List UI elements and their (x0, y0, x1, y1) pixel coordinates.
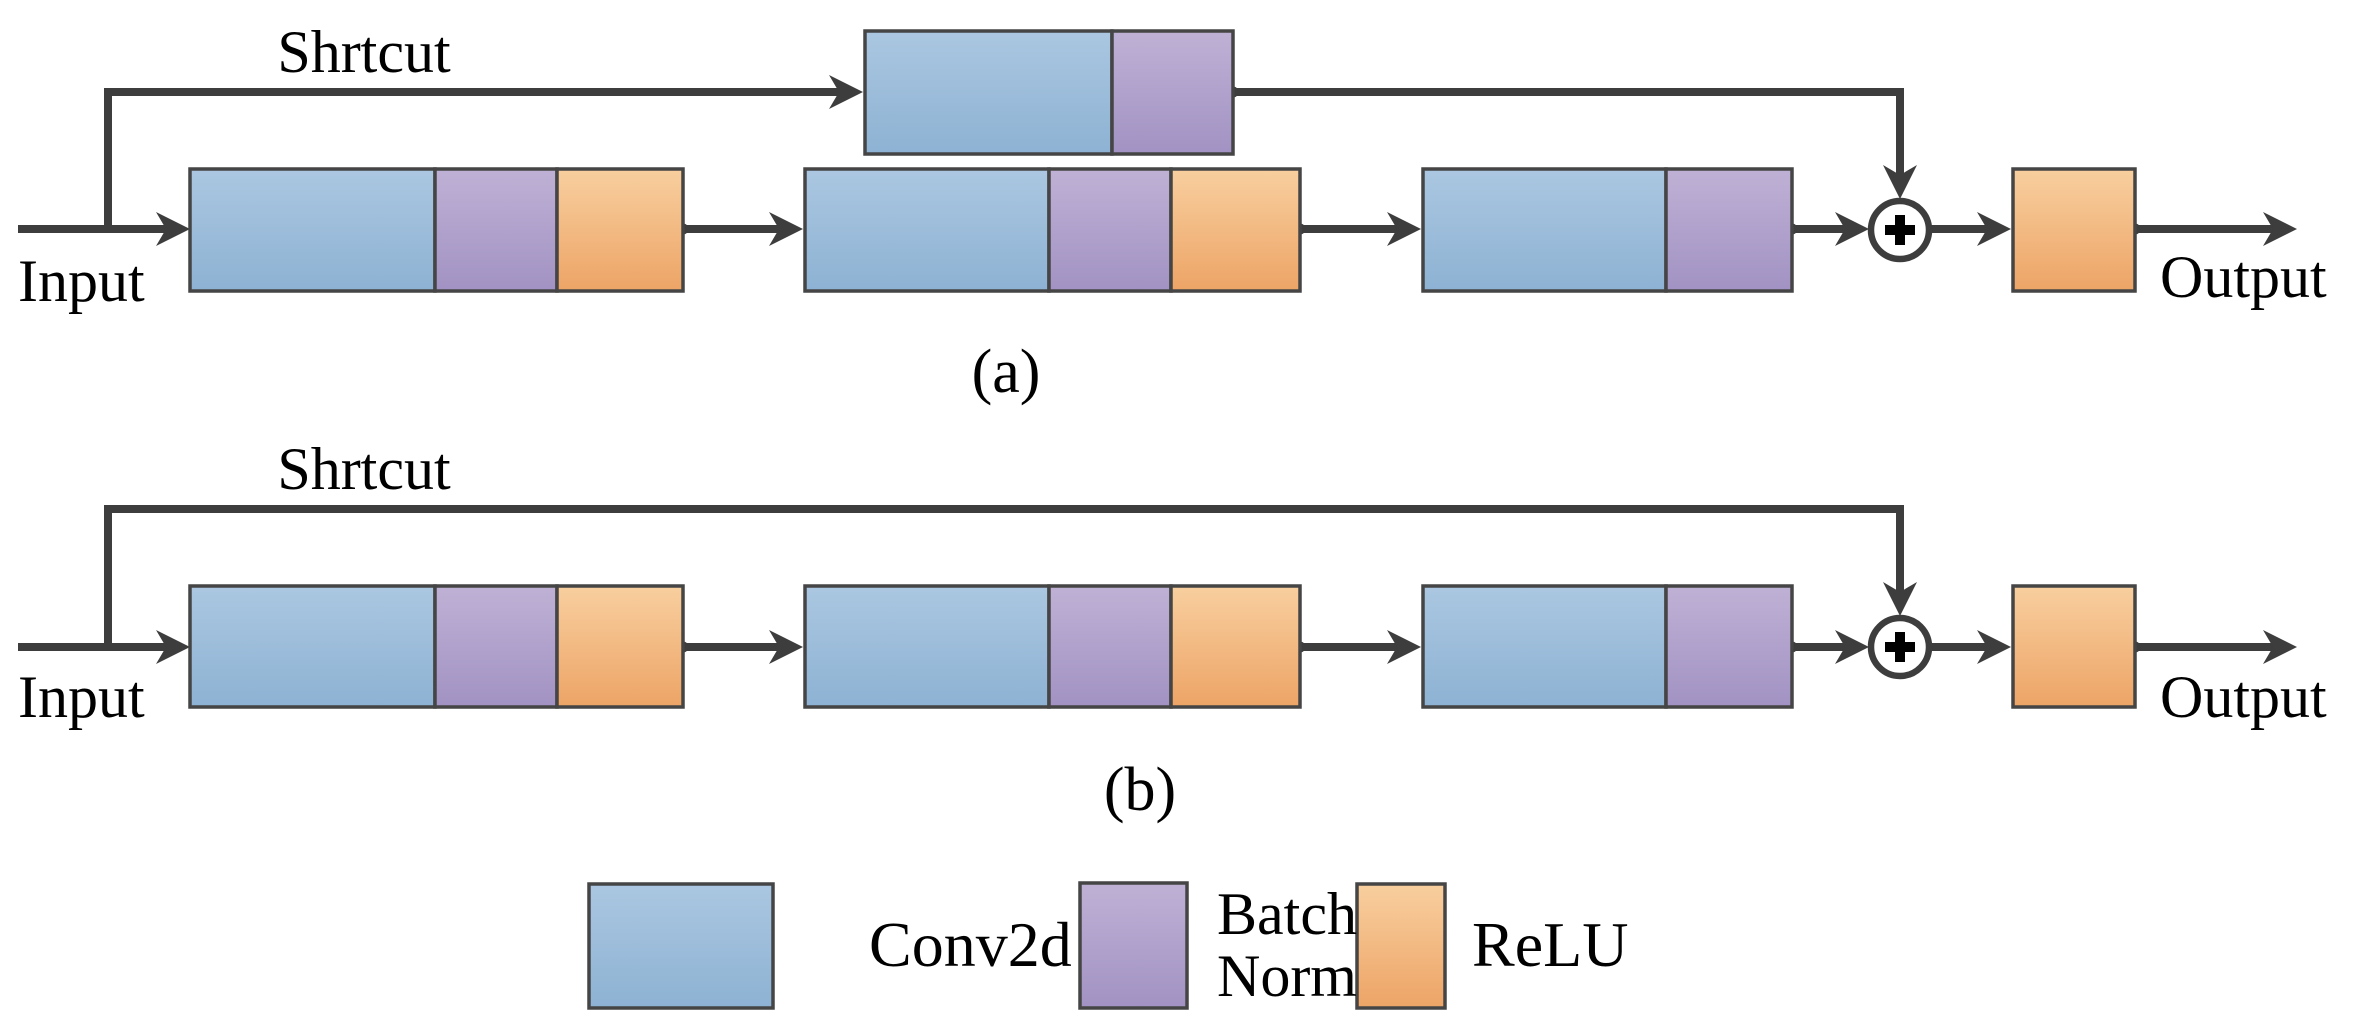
b-output-arrow-arrowhead-icon (2263, 630, 2297, 664)
a-block2-block3-arrow (1294, 212, 1421, 246)
b-adder (1867, 614, 1933, 680)
b-conv-bn-relu-block-2-conv-segment (803, 584, 1051, 709)
b-conv-bn-block-3-conv-segment (1421, 584, 1668, 709)
b-shortcut-arrow-line (104, 505, 1904, 649)
a-shortcut-to-adder-arrow-line (1233, 88, 1904, 175)
a-adder-relu-arrow-arrowhead-icon (1977, 212, 2011, 246)
a-adder (1867, 197, 1933, 263)
b-shortcut-arrow (104, 505, 1917, 649)
b-input-arrow-arrowhead-icon (156, 630, 190, 664)
b-conv-bn-relu-block-1-bn-segment (433, 584, 559, 709)
a-conv-bn-block-3 (1421, 167, 1794, 293)
b-block1-block2-arrow-arrowhead-icon (769, 630, 803, 664)
a-conv-bn-block-3-conv-segment (1421, 167, 1668, 293)
b-block3-adder-arrow (1786, 630, 1869, 664)
b-conv-bn-relu-block-2 (803, 584, 1302, 709)
b-block1-block2-arrow (677, 630, 803, 664)
a-shortcut-branch-arrow-arrowhead-icon (829, 75, 863, 109)
a-output-arrow-arrowhead-icon (2263, 212, 2297, 246)
a-conv-bn-relu-block-1-relu-segment (555, 167, 685, 293)
b-final-relu-block-relu-segment (2011, 584, 2137, 709)
a-conv-bn-relu-block-1-bn-segment (433, 167, 559, 293)
b-conv-bn-block-3 (1421, 584, 1794, 709)
b-conv-bn-block-3-bn-segment (1664, 584, 1794, 709)
a-adder-plus-icon (1885, 215, 1915, 245)
a-conv-bn-relu-block-2-conv-segment (803, 167, 1051, 293)
a-block3-adder-arrow (1786, 212, 1869, 246)
a-input-arrow (18, 212, 190, 246)
a-block2-block3-arrow-arrowhead-icon (1387, 212, 1421, 246)
b-conv-bn-relu-block-1 (188, 584, 685, 709)
a-conv-bn-relu-block-1-conv-segment (188, 167, 437, 293)
legend-conv-swatch-conv-segment (587, 882, 775, 1010)
legend-bn-label-1: Batch (1217, 881, 1357, 947)
a-block3-adder-arrow-arrowhead-icon (1835, 212, 1869, 246)
a-input-label: Input (18, 248, 145, 314)
b-adder-relu-arrow (1931, 630, 2011, 664)
b-block3-adder-arrow-arrowhead-icon (1835, 630, 1869, 664)
a-shortcut-label: Shrtcut (277, 19, 451, 85)
b-shortcut-label: Shrtcut (277, 436, 451, 502)
a-conv-bn-block-3-bn-segment (1664, 167, 1794, 293)
a-conv-bn-relu-block-2 (803, 167, 1302, 293)
a-output-label: Output (2160, 244, 2327, 310)
caption-b: (b) (1104, 756, 1176, 824)
a-shortcut-branch-arrow (104, 75, 863, 231)
b-conv-bn-relu-block-1-relu-segment (555, 584, 685, 709)
b-adder-plus-icon (1885, 632, 1915, 662)
a-conv-bn-relu-block-2-bn-segment (1047, 167, 1173, 293)
a-shortcut-conv-bn-block-bn-segment (1110, 29, 1235, 156)
caption-a: (a) (972, 338, 1041, 406)
a-input-arrow-arrowhead-icon (156, 212, 190, 246)
b-input-arrow (18, 630, 190, 664)
b-block2-block3-arrow-arrowhead-icon (1387, 630, 1421, 664)
legend-bn-label-2: Norm (1217, 943, 1357, 1009)
b-conv-bn-relu-block-1-conv-segment (188, 584, 437, 709)
a-shortcut-to-adder-arrow-arrowhead-icon (1883, 165, 1917, 199)
a-shortcut-branch-arrow-line (104, 88, 839, 231)
b-conv-bn-relu-block-2-bn-segment (1047, 584, 1173, 709)
a-conv-bn-relu-block-2-relu-segment (1169, 167, 1302, 293)
a-shortcut-conv-bn-block-conv-segment (863, 29, 1114, 156)
legend-conv-label: Conv2d (869, 909, 1072, 980)
b-shortcut-arrow-arrowhead-icon (1883, 582, 1917, 616)
legend-relu-swatch (1355, 882, 1447, 1010)
a-output-arrow (2129, 212, 2297, 246)
a-block1-block2-arrow-arrowhead-icon (769, 212, 803, 246)
a-final-relu-block-relu-segment (2011, 167, 2137, 293)
b-block2-block3-arrow (1294, 630, 1421, 664)
a-adder-relu-arrow (1931, 212, 2011, 246)
legend-relu-label: ReLU (1472, 909, 1628, 980)
b-final-relu-block (2011, 584, 2137, 709)
a-block1-block2-arrow (677, 212, 803, 246)
legend-bn-swatch-bn-segment (1078, 881, 1189, 1010)
b-output-label: Output (2160, 664, 2327, 730)
b-input-label: Input (18, 664, 145, 730)
legend-conv-swatch (587, 882, 775, 1010)
legend-bn-swatch (1078, 881, 1189, 1010)
legend-relu-swatch-relu-segment (1355, 882, 1447, 1010)
a-shortcut-conv-bn-block (863, 29, 1235, 156)
a-conv-bn-relu-block-1 (188, 167, 685, 293)
a-final-relu-block (2011, 167, 2137, 293)
b-adder-relu-arrow-arrowhead-icon (1977, 630, 2011, 664)
b-conv-bn-relu-block-2-relu-segment (1169, 584, 1302, 709)
b-output-arrow (2129, 630, 2297, 664)
